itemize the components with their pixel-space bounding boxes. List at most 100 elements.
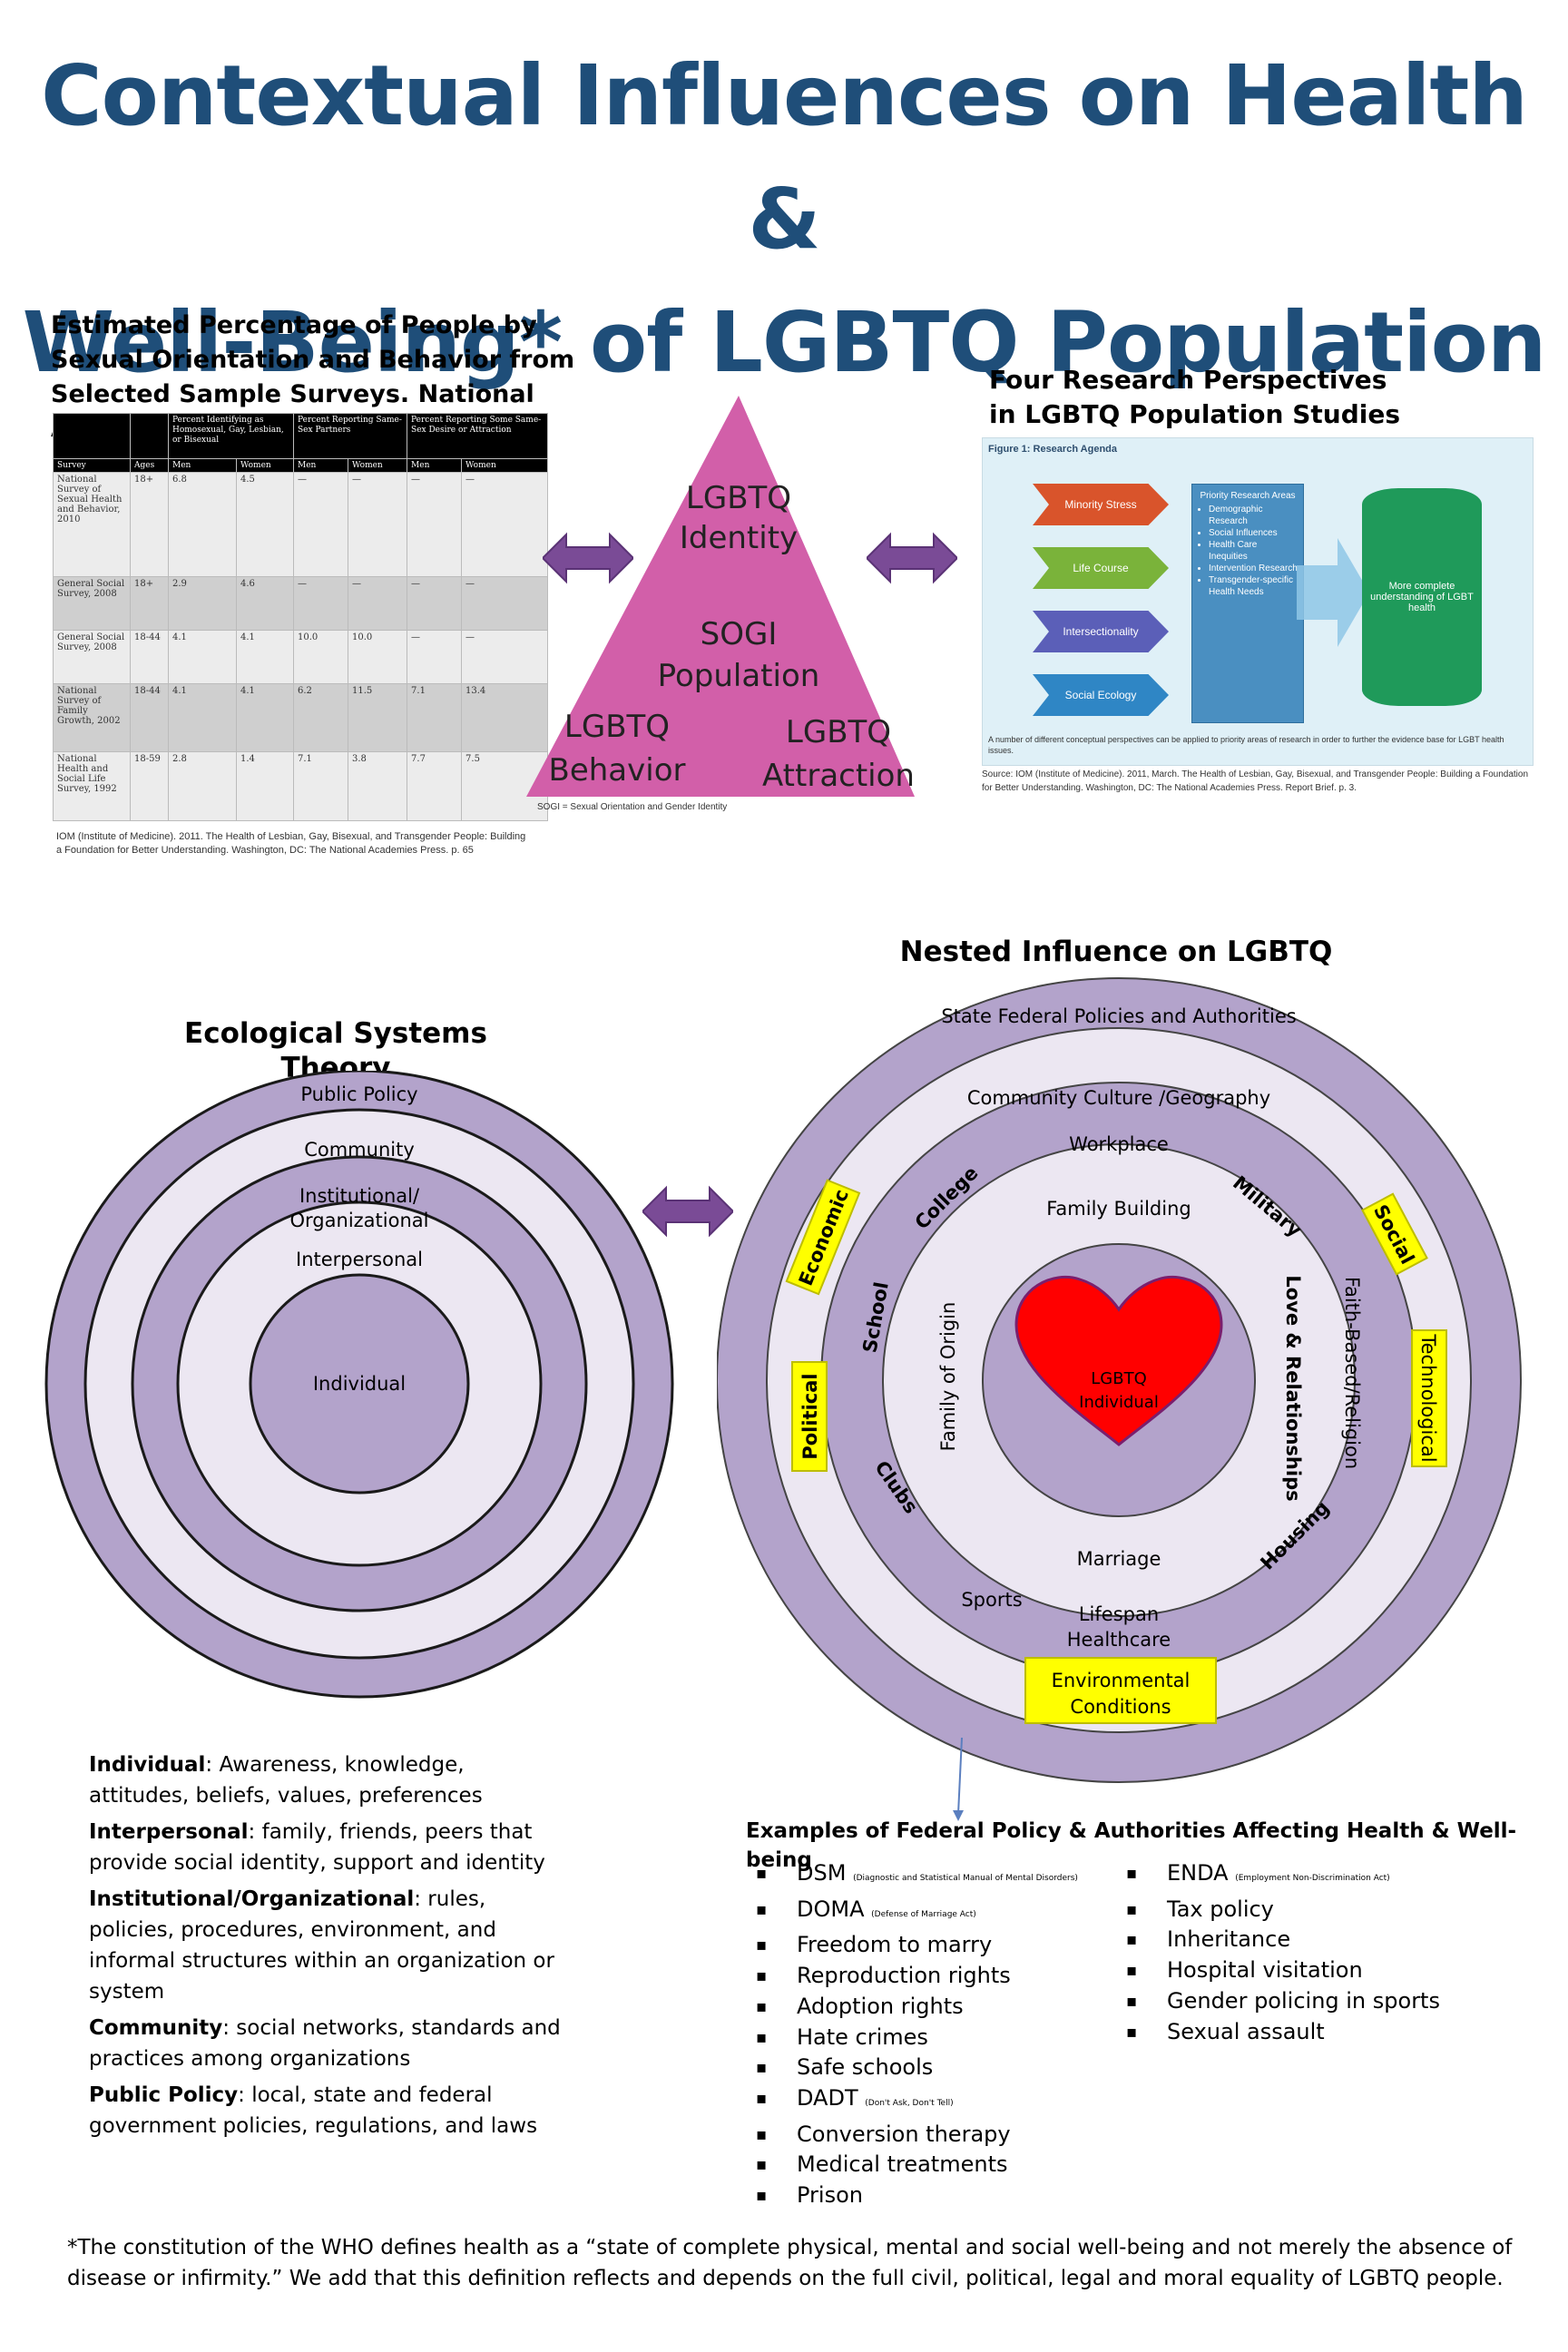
- table-cell: —: [293, 471, 349, 578]
- table-cell: National Survey of Family Growth, 2002: [53, 682, 131, 753]
- triangle-center-label-2: Population: [658, 658, 820, 694]
- label-workplace: Workplace: [1069, 1133, 1169, 1155]
- table-cell: 7.1: [407, 682, 463, 753]
- research-agenda-figure: Figure 1: Research Agenda Minority Stres…: [982, 437, 1534, 766]
- table-cell: 18-44: [130, 682, 169, 753]
- highlight-environmental: [1024, 1657, 1217, 1724]
- column-header: Men: [293, 458, 349, 473]
- double-arrow-icon: [543, 532, 633, 584]
- list-item: Medical treatments: [797, 2150, 1178, 2180]
- definition-item: Community: social networks, standards an…: [89, 2016, 561, 2071]
- label-organizational: Organizational: [290, 1210, 429, 1231]
- priority-title: Priority Research Areas: [1200, 491, 1296, 501]
- group-header: Percent Reporting Some Same-Sex Desire o…: [407, 413, 549, 459]
- label-conditions: Conditions: [1070, 1696, 1171, 1718]
- label-family-building: Family Building: [1046, 1198, 1191, 1220]
- table-cell: —: [461, 576, 549, 632]
- table-cell: 10.0: [348, 630, 408, 684]
- list-item: DSM (Diagnostic and Statistical Manual o…: [797, 1858, 1178, 1895]
- definition-item: Interpersonal: family, friends, peers th…: [89, 1820, 545, 1875]
- ecological-definitions: Individual: Awareness, knowledge, attitu…: [89, 1749, 561, 2147]
- right-arrow-icon: [1297, 538, 1369, 647]
- label-environmental: Environmental: [1052, 1670, 1191, 1691]
- table-cell: —: [293, 576, 349, 632]
- perspective-minority-stress: Minority Stress: [1033, 484, 1169, 525]
- list-item: DOMA (Defense of Marriage Act): [797, 1895, 1178, 1931]
- list-item: Reproduction rights: [797, 1961, 1178, 1992]
- table-cell: 13.4: [461, 682, 549, 753]
- ecological-systems-diagram: Public Policy Community Institutional/ O…: [44, 1071, 674, 1699]
- definition-item: Individual: Awareness, knowledge, attitu…: [89, 1753, 483, 1808]
- column-header: Survey: [53, 458, 131, 473]
- table-cell: —: [461, 630, 549, 684]
- priority-research-box: Priority Research Areas Demographic Rese…: [1191, 484, 1304, 723]
- table-cell: 2.8: [168, 751, 237, 821]
- list-item: Sexual assault: [1167, 2017, 1530, 2048]
- table-cell: 4.6: [235, 576, 295, 632]
- table-row: National Survey of Family Growth, 2002 1…: [53, 682, 549, 753]
- column-header: Men: [407, 458, 463, 473]
- column-header: Women: [235, 458, 295, 473]
- svg-text:Political: Political: [799, 1373, 821, 1459]
- triangle-left-label-2: Behavior: [549, 752, 686, 789]
- table-cell: National Survey of Sexual Health and Beh…: [53, 471, 131, 578]
- table-cell: —: [407, 471, 463, 578]
- label-individual: Individual: [313, 1373, 406, 1395]
- priority-list: Demographic Research Social Influences H…: [1198, 504, 1298, 598]
- ring-individual: [249, 1273, 470, 1494]
- column-header: Men: [168, 458, 237, 473]
- table-citation: IOM (Institute of Medicine). 2011. The H…: [56, 831, 526, 856]
- label-community: Community: [304, 1139, 415, 1161]
- label-family-origin: Family of Origin: [937, 1302, 959, 1452]
- table-cell: 18-44: [130, 630, 169, 684]
- svg-text:Technological: Technological: [1417, 1333, 1439, 1462]
- list-item: Tax policy: [1167, 1895, 1530, 1926]
- center-label-individual: Individual: [1079, 1393, 1159, 1412]
- table-cell: General Social Survey, 2008: [53, 630, 131, 684]
- triangle-footnote: SOGI = Sexual Orientation and Gender Ide…: [537, 802, 728, 812]
- group-header: Percent Reporting Same-Sex Partners: [293, 413, 408, 459]
- priority-item: Demographic Research: [1209, 504, 1298, 527]
- survey-table-wrap: Percent Identifying as Homosexual, Gay, …: [53, 413, 549, 821]
- list-item: ENDA (Employment Non-Discrimination Act): [1167, 1858, 1530, 1895]
- perspective-social-ecology: Social Ecology: [1033, 674, 1169, 716]
- examples-heading: Examples of Federal Policy & Authorities…: [746, 1819, 1517, 1872]
- column-header: Women: [348, 458, 408, 473]
- label-lifespan: Lifespan: [1079, 1603, 1159, 1625]
- list-item: Freedom to marry: [797, 1930, 1178, 1961]
- list-item: Adoption rights: [797, 1992, 1178, 2023]
- table-cell: 18+: [130, 576, 169, 632]
- table-row: General Social Survey, 2008 18-44 4.1 4.…: [53, 630, 549, 684]
- table-cell: General Social Survey, 2008: [53, 576, 131, 632]
- triangle-center-label-1: SOGI: [701, 616, 778, 652]
- label-love: Love & Relationships: [1282, 1275, 1304, 1501]
- list-item: Prison: [797, 2180, 1178, 2211]
- table-cell: —: [348, 576, 408, 632]
- sogi-triangle-diagram: LGBTQ Identity SOGI Population LGBTQ Beh…: [526, 396, 915, 797]
- list-item: Safe schools: [797, 2053, 1178, 2083]
- table-cell: 18-59: [130, 751, 169, 821]
- outcome-cylinder: More complete understanding of LGBT heal…: [1362, 488, 1482, 706]
- table-cell: 2.9: [168, 576, 237, 632]
- perspective-life-course: Life Course: [1033, 547, 1169, 589]
- down-arrow-icon: [953, 1738, 964, 1821]
- label-interpersonal: Interpersonal: [296, 1249, 423, 1270]
- priority-item: Transgender-specific Health Needs: [1209, 574, 1298, 598]
- list-item: Gender policing in sports: [1167, 1986, 1530, 2017]
- figure-caption: A number of different conceptual perspec…: [988, 735, 1504, 755]
- triangle-left-label-1: LGBTQ: [564, 709, 670, 745]
- triangle-top-label-2: Identity: [680, 520, 798, 556]
- table-cell: —: [348, 471, 408, 578]
- table-cell: 3.8: [348, 751, 408, 821]
- table-cell: National Health and Social Life Survey, …: [53, 751, 131, 821]
- table-cell: 4.1: [235, 630, 295, 684]
- table-cell: 18+: [130, 471, 169, 578]
- list-item: Hate crimes: [797, 2023, 1178, 2053]
- highlight-technological: Technological: [1411, 1329, 1447, 1467]
- label-sports: Sports: [961, 1589, 1022, 1611]
- priority-item: Health Care Inequities: [1209, 539, 1298, 563]
- nested-heading: Nested Influence on LGBTQ: [899, 936, 1333, 968]
- table-cell: —: [407, 576, 463, 632]
- group-header: Percent Identifying as Homosexual, Gay, …: [167, 413, 295, 459]
- examples-left-list: DSM (Diagnostic and Statistical Manual o…: [797, 1858, 1178, 2211]
